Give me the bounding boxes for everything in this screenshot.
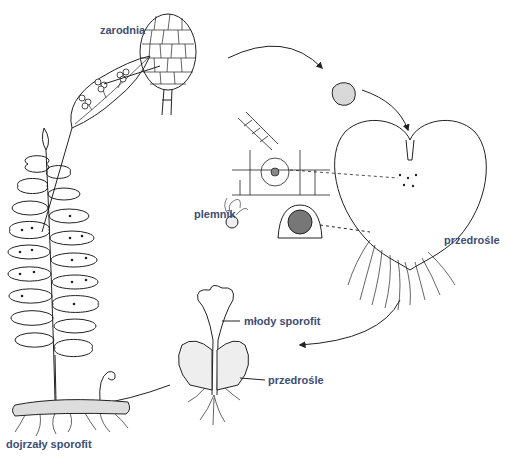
sorus-dot [85,257,88,260]
leader-line [222,321,265,380]
archegonium-dot [399,174,401,176]
sorus [98,86,104,92]
fern-tip [42,128,48,150]
sorus-dot [71,281,74,284]
sori [79,69,129,109]
sorus-dot [33,271,36,274]
sorus-dot [69,215,72,218]
figure-label: przedrośle [444,234,500,247]
sorus-dot [73,303,76,306]
sorus [123,69,129,75]
sorus-dot [19,251,22,254]
fern-sori [19,215,88,306]
young-prothallus [178,341,248,390]
pinnule-vein [75,58,148,124]
young-roots [188,388,240,425]
fern-stipe [55,355,56,402]
antheridium-cell [278,205,322,238]
archegonium-cells [232,150,330,195]
archegonium-neck [238,112,278,150]
archegonium-dot [415,174,417,176]
young-frond [198,285,234,340]
cycle-arrow [228,46,322,68]
apical-notch [406,140,414,160]
leader-line [42,66,160,232]
fiddlehead [100,372,115,402]
antheridium-body [288,210,312,234]
sorus-dot [81,235,84,238]
spore [332,83,355,106]
archegonium-enlargement [232,112,398,195]
rhizoids [348,240,455,310]
sorus [79,95,85,101]
sorus [82,103,88,109]
mature-sporophyte [8,128,130,436]
sorus-dot [69,237,72,240]
archegonium-dot [412,185,414,187]
sorus-dot [85,279,88,282]
prothallus-outline [335,120,487,270]
figure-label: przedrośle [268,374,324,387]
pinnule-outline [71,56,150,128]
sorus-dot [31,227,34,230]
sorus-dot [21,229,24,232]
archegonia [399,174,417,187]
fern-pinnae-right [47,166,99,357]
sporangium-capsule [140,14,196,90]
figure-label: zarodnia [100,24,145,37]
figure-label: plemnik [194,208,236,221]
cycle-arrow [362,90,408,130]
figure-label: dojrzały sporofit [6,438,92,451]
leader-line [290,170,398,178]
sporangium [140,14,196,115]
rhizome [13,400,130,416]
egg-cell [261,158,289,186]
young-sporophyte [178,285,265,425]
sorus-dot [19,273,22,276]
egg-nucleus [271,168,279,176]
leader-line [320,225,370,232]
sporangium-stalk [162,89,172,115]
fern-pinnae-left [8,156,54,347]
sorus-dot [21,295,24,298]
sorus [95,79,101,85]
sorus-dot [31,249,34,252]
sorus-dot [71,259,74,262]
fern-roots [15,413,128,436]
archegonium-dot [407,177,409,179]
pinnule-enlargement [42,56,160,232]
antheridium [278,205,370,238]
prothallus [335,120,487,310]
archegonium-dot [403,184,405,186]
sporangium-cells [141,14,195,84]
figure-label: młody sporofit [244,315,320,328]
